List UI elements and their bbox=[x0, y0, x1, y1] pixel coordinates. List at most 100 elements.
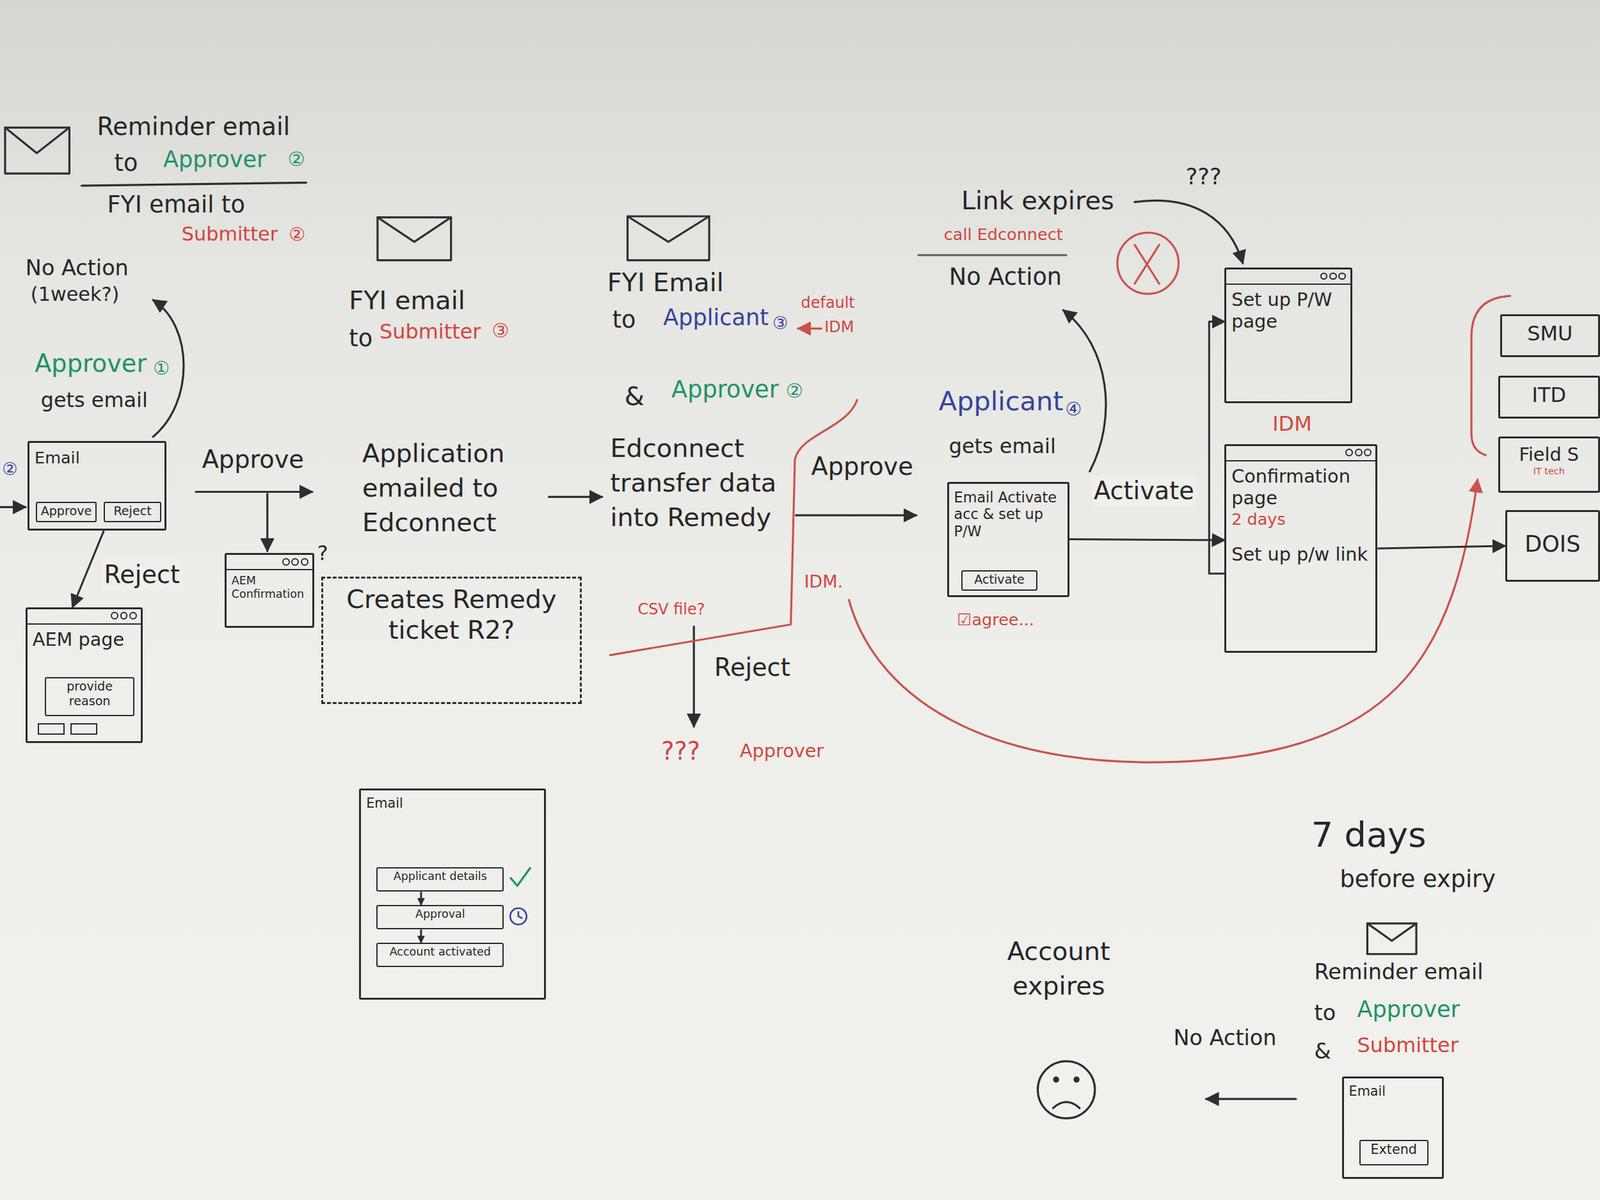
flow-arrow bbox=[1063, 310, 1106, 472]
note-text: Submitter bbox=[379, 319, 481, 344]
connector-line bbox=[1069, 539, 1225, 541]
note-text: ② bbox=[288, 223, 306, 246]
note-text: Approver bbox=[1357, 995, 1460, 1023]
note-text: Approver bbox=[739, 739, 824, 762]
window-dot bbox=[1345, 448, 1353, 457]
window-bar bbox=[226, 554, 313, 571]
note-text: IDM bbox=[824, 318, 854, 337]
note-text: ③ bbox=[772, 312, 788, 335]
connector-line bbox=[72, 530, 104, 608]
clock-icon bbox=[510, 908, 527, 925]
page-mockup: Set up P/W page bbox=[1224, 267, 1352, 404]
note-text: Reject bbox=[714, 652, 791, 683]
node-text: Creates Remedy ticket R2? bbox=[329, 584, 574, 646]
button-outline bbox=[70, 723, 98, 735]
node-text: Activate bbox=[974, 572, 1024, 588]
page-mockup: Confirmation page2 daysSet up p/w link bbox=[1224, 444, 1378, 654]
note-text: ① bbox=[152, 357, 170, 379]
page-mockup: AEM page provide reason bbox=[25, 607, 143, 744]
node-text: Applicant details bbox=[393, 869, 488, 884]
note-text: Applicant bbox=[938, 385, 1064, 418]
note-text: 7 days bbox=[1311, 814, 1427, 856]
cross-circle bbox=[1117, 232, 1179, 295]
envelope-flap bbox=[1367, 923, 1417, 941]
flow-arrow bbox=[549, 496, 603, 498]
sad-face-mouth bbox=[1052, 1102, 1080, 1109]
flow-arrow bbox=[796, 514, 917, 517]
note-text: Approver bbox=[34, 348, 147, 379]
note-text: & bbox=[624, 381, 645, 413]
note-text: to bbox=[1314, 1000, 1337, 1026]
window-dot bbox=[291, 558, 299, 566]
note-text: ② bbox=[288, 147, 306, 171]
note-text: Approver bbox=[163, 145, 266, 173]
window-dot bbox=[282, 558, 290, 566]
divider-line bbox=[918, 254, 1067, 256]
connector bbox=[420, 929, 422, 943]
node-text: Approve bbox=[40, 504, 93, 520]
sad-face-eye bbox=[1074, 1077, 1079, 1082]
note-text: IDM bbox=[1272, 411, 1312, 436]
note-text: gets email bbox=[949, 433, 1056, 459]
node-text: Extend bbox=[1370, 1141, 1417, 1158]
node-text: IT tech bbox=[1533, 465, 1565, 477]
note-text: Application emailed to Edconnect bbox=[362, 436, 546, 540]
note-text: Reminder email bbox=[1314, 959, 1484, 985]
node-text: AEM Confirmation bbox=[231, 574, 308, 601]
note-text: Applicant bbox=[663, 304, 769, 331]
connector-line bbox=[1208, 321, 1225, 575]
note-text: call Edconnect bbox=[944, 224, 1064, 245]
node-text: Account activated bbox=[389, 945, 491, 959]
system-box: Field SIT tech bbox=[1498, 436, 1600, 493]
note-text: & bbox=[1314, 1038, 1332, 1065]
connector bbox=[1208, 321, 1225, 575]
edge-label: Activate bbox=[1091, 475, 1197, 507]
note-text: before expiry bbox=[1339, 865, 1496, 894]
dashed-box: Creates Remedy ticket R2? bbox=[321, 576, 582, 704]
window-dot bbox=[1354, 448, 1363, 457]
window-dot bbox=[120, 611, 128, 620]
window-dot bbox=[1320, 272, 1328, 281]
envelope-icon bbox=[627, 216, 710, 261]
note-text: No Action bbox=[1173, 1025, 1277, 1051]
note-text: (1week?) bbox=[30, 282, 120, 306]
connector bbox=[72, 530, 104, 608]
progress-step: Account activated bbox=[376, 942, 504, 968]
note-text: Reminder email bbox=[96, 112, 290, 142]
email-button: Activate bbox=[961, 570, 1039, 591]
connector bbox=[1377, 545, 1505, 549]
note-text: gets email bbox=[40, 387, 148, 413]
sad-face-eye bbox=[1054, 1077, 1058, 1082]
node-text: AEM page bbox=[32, 628, 125, 651]
note-text: ☑agree... bbox=[957, 609, 1035, 630]
note-text: ??? bbox=[1185, 163, 1222, 191]
window-bar bbox=[27, 609, 141, 625]
note-text: ? bbox=[317, 540, 329, 566]
note-text: Approve bbox=[811, 451, 914, 482]
envelope-icon bbox=[1367, 923, 1417, 955]
connector bbox=[420, 891, 422, 905]
check-mark bbox=[510, 867, 531, 886]
node-text: Set up p/w link bbox=[1231, 543, 1368, 566]
note-text: Edconnect transfer data into Remedy bbox=[609, 431, 784, 535]
window-dot bbox=[1363, 448, 1372, 457]
note-text: ② bbox=[1, 458, 18, 480]
email-button: Extend bbox=[1359, 1139, 1429, 1166]
pointer-arrow bbox=[798, 327, 822, 330]
email-mockup: EmailApproveReject bbox=[27, 440, 167, 531]
node-text: SMU bbox=[1527, 321, 1573, 346]
window-bar bbox=[1226, 446, 1376, 462]
progress-step: Approval bbox=[376, 904, 504, 930]
divider-line bbox=[81, 182, 307, 186]
note-text: to bbox=[114, 149, 139, 178]
note-text: FYI email bbox=[348, 285, 466, 317]
email-mockup: EmailExtend bbox=[1342, 1076, 1444, 1179]
node-text: provide reason bbox=[49, 679, 131, 710]
window-dot bbox=[1338, 272, 1346, 281]
note-text: default bbox=[801, 293, 856, 313]
note-text: Account expires bbox=[995, 934, 1123, 1004]
node-text: Approval bbox=[415, 907, 466, 921]
node-text: DOIS bbox=[1524, 530, 1581, 558]
email-button: Reject bbox=[103, 501, 161, 523]
note-text: to bbox=[348, 324, 373, 353]
